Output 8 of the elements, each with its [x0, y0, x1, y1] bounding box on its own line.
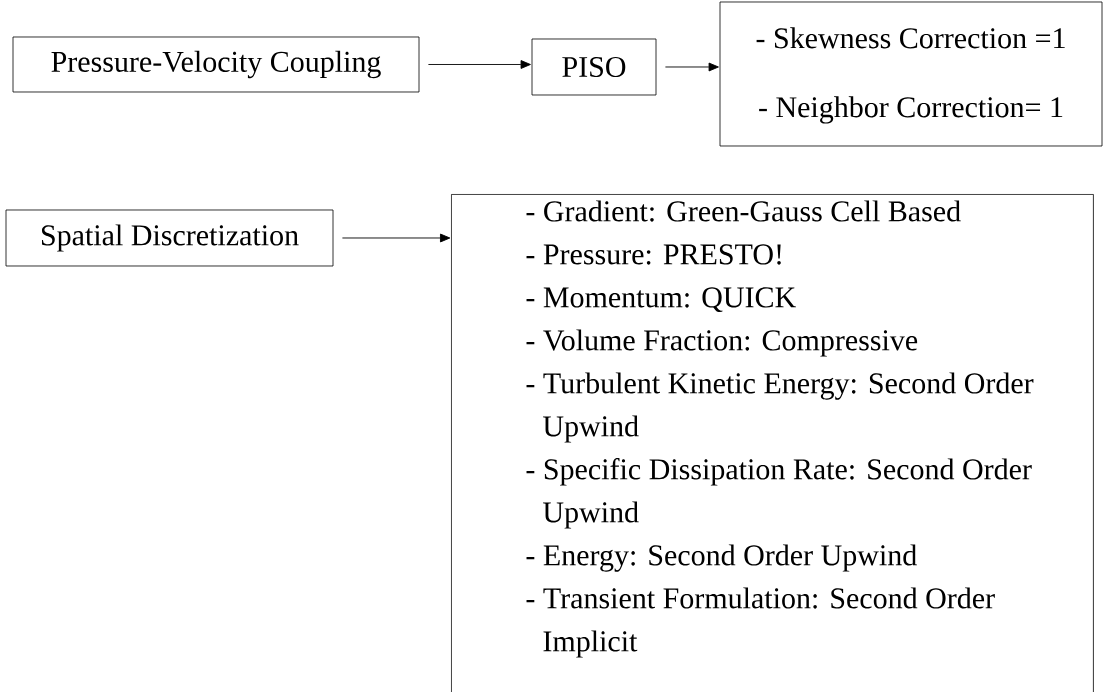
arrow — [664, 62, 719, 72]
process-box: PISO — [531, 38, 657, 96]
process-box: Spatial Discretization — [5, 209, 334, 267]
arrow — [341, 233, 451, 243]
settings-box: - Skewness Correction =1 - Neighbor Correction= 1 — [719, 1, 1103, 147]
arrow — [427, 60, 531, 69]
process-box: Pressure-Velocity Coupling — [12, 36, 420, 93]
settings-box: - Gradient: Green-Gauss Cell Based - Pressure: PRESTO! - Momentum: QUICK - Volume Fraction: Compressive - Turbulent Kinetic Energy: Second Order Upwind - Specific Dissipation Rate: Second Order Upwind - Energy: Second Order Upwind - Transient Formulation: Second Order Implicit — [451, 194, 1094, 692]
